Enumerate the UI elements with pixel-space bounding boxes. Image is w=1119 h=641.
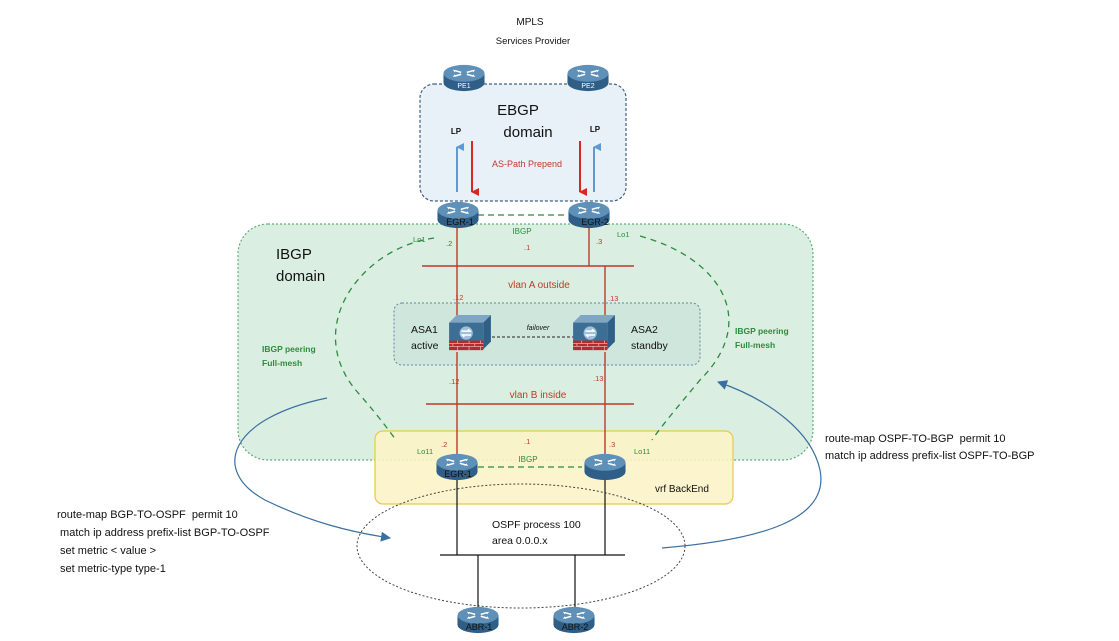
ibgp-link-top-label: IBGP: [512, 227, 531, 236]
ibgp-fullmesh-curve-left: [334, 237, 435, 441]
ibgp-fullmesh-right: Full-mesh: [735, 340, 775, 350]
redistribution-curve-left: [234, 397, 391, 542]
addr-outside-asa1: .12: [453, 293, 463, 302]
pe1-label: PE1: [457, 83, 470, 90]
redistribution-curve-right: [661, 380, 822, 549]
ebgp-title: EBGP: [497, 102, 539, 119]
asa1-state: active: [411, 340, 439, 352]
ibgp-link-bottom-label: IBGP: [518, 455, 537, 464]
router-egr2-bottom-icon[interactable]: [583, 453, 627, 481]
ibgp-peering-right: IBGP peering: [735, 326, 789, 336]
addr-bottom-egr1: .2: [441, 440, 447, 449]
ospf-area-label: area 0.0.0.x: [492, 535, 548, 547]
asa1-name: ASA1: [411, 324, 438, 336]
asa2-state: standby: [631, 340, 669, 352]
route-map-bgp-to-ospf-line3: set metric < value >: [57, 545, 156, 557]
addr-inside-asa2: .13: [593, 374, 603, 383]
ibgp-title: IBGP: [276, 246, 312, 263]
as-path-prepend-label: AS-Path Prepend: [492, 159, 562, 169]
pe2-label: PE2: [581, 83, 594, 90]
failover-label: failover: [527, 325, 550, 332]
ibgp-peering-left: IBGP peering: [262, 344, 316, 354]
firewall-asa1-icon[interactable]: [449, 315, 491, 351]
addr-bottom-mid: .1: [524, 437, 530, 446]
route-map-bgp-to-ospf-line1: route-map BGP-TO-OSPF permit 10: [57, 509, 238, 521]
loopback-top-left: Lo1: [413, 235, 426, 244]
ebgp-subtitle: domain: [503, 124, 552, 141]
addr-outside-asa2: .13: [608, 294, 618, 303]
asa2-name: ASA2: [631, 324, 658, 336]
route-map-bgp-to-ospf-line2: match ip address prefix-list BGP-TO-OSPF: [57, 527, 270, 539]
lp-left-label: LP: [451, 127, 462, 136]
lp-right-label: LP: [590, 125, 601, 134]
addr-bottom-egr2: .3: [609, 440, 615, 449]
route-map-ospf-to-bgp-line2: match ip address prefix-list OSPF-TO-BGP: [825, 450, 1034, 462]
ibgp-fullmesh-left: Full-mesh: [262, 358, 302, 368]
header-mpls: MPLS: [516, 17, 544, 28]
egr2-top-label: EGR-2: [581, 217, 609, 227]
ospf-process-label: OSPF process 100: [492, 519, 581, 531]
firewall-asa2-icon[interactable]: [573, 315, 615, 351]
addr-top-egr2: .3: [596, 237, 602, 246]
addr-top-egr1: .2: [446, 239, 452, 248]
route-map-bgp-to-ospf-line4: set metric-type type-1: [57, 563, 166, 575]
route-map-ospf-to-bgp-line1: route-map OSPF-TO-BGP permit 10: [825, 433, 1006, 445]
abr2-label: ABR-2: [562, 622, 589, 632]
egr1-top-label: EGR-1: [446, 217, 474, 227]
header-provider: Services Provider: [496, 36, 570, 47]
loopback-bottom-right: Lo11: [634, 447, 650, 456]
abr1-label: ABR-1: [466, 622, 493, 632]
ibgp-subtitle: domain: [276, 268, 325, 285]
addr-top-mid: .1: [524, 243, 530, 252]
vlan-b-label: vlan B inside: [510, 390, 567, 401]
vlan-a-label: vlan A outside: [508, 280, 570, 291]
addr-inside-asa1: .12: [449, 377, 459, 386]
egr1-bottom-label: EGR-1: [444, 469, 472, 479]
vrf-backend-label: vrf BackEnd: [655, 484, 709, 495]
loopback-top-right: Lo1: [617, 230, 630, 239]
loopback-bottom-left: Lo11: [417, 447, 433, 456]
